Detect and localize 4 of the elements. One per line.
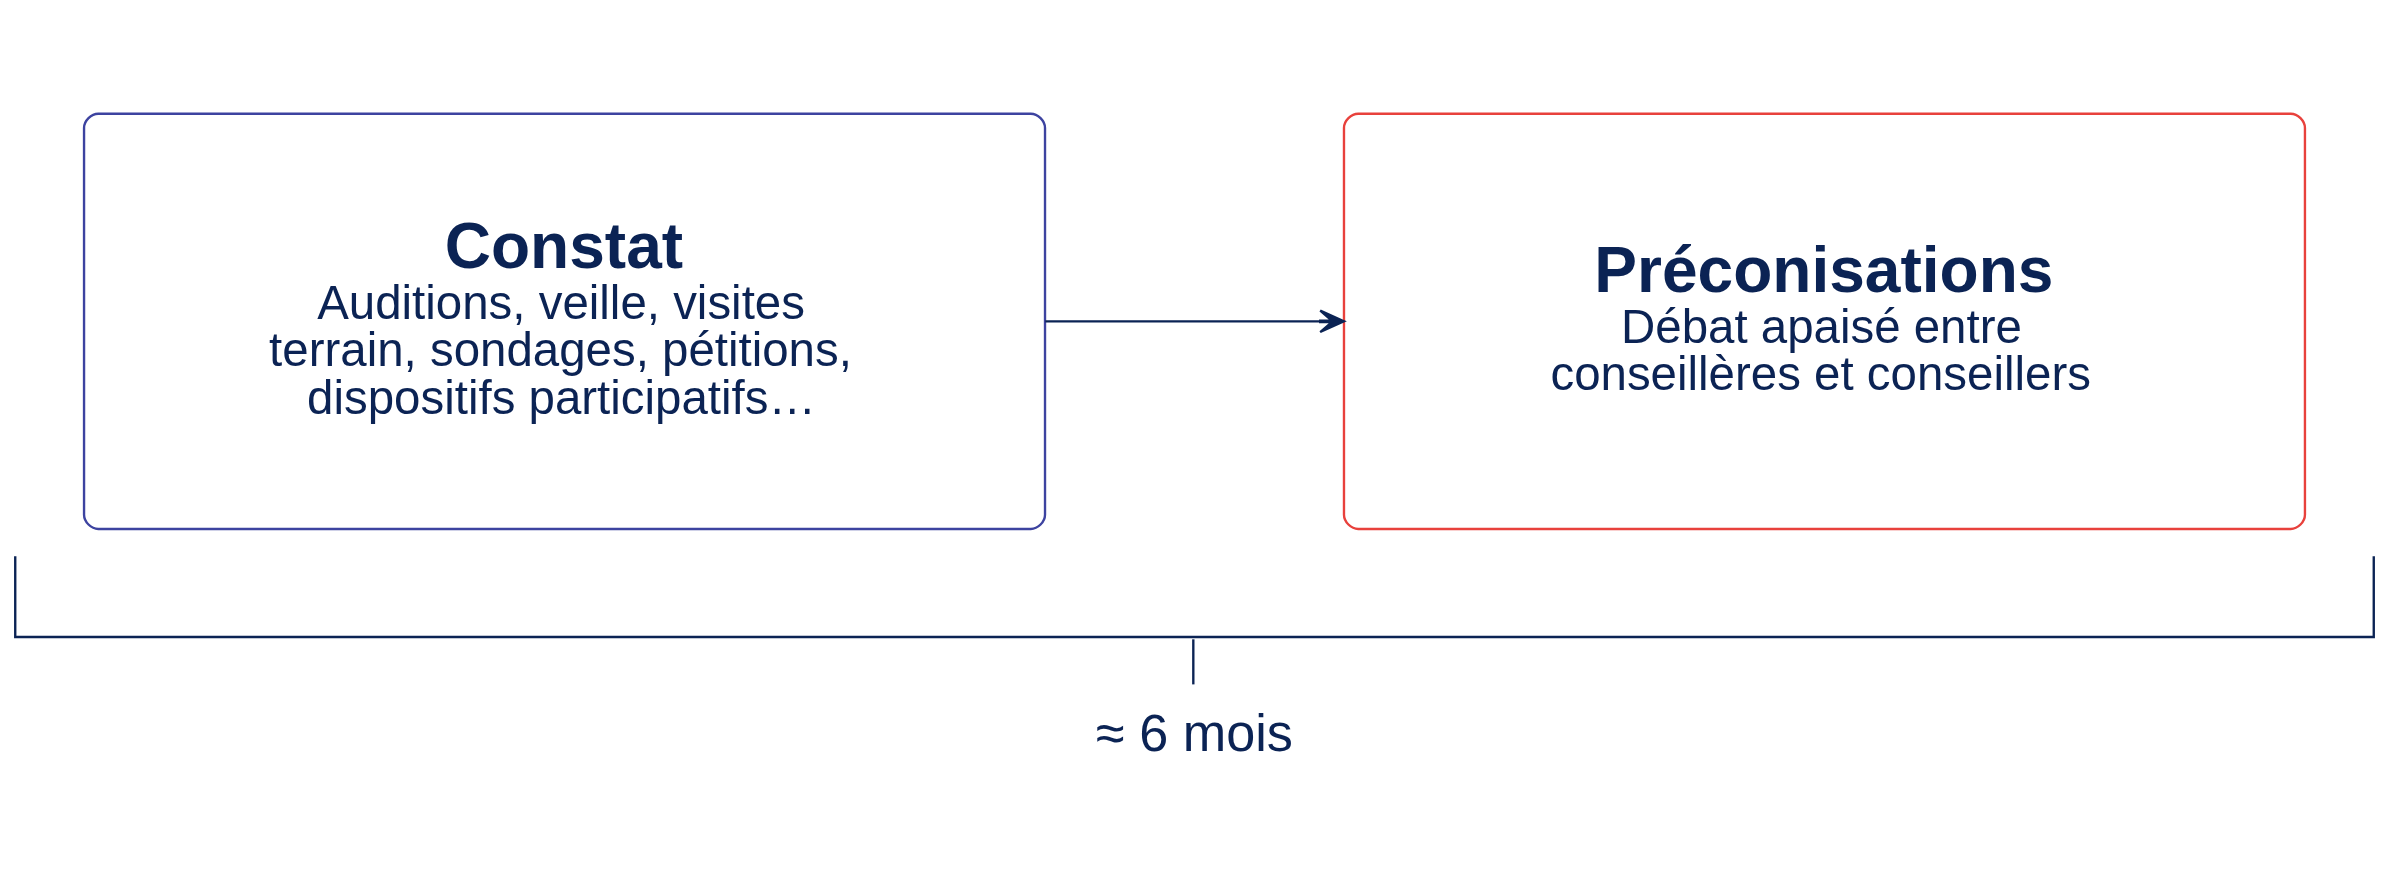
arrow [1045, 309, 1346, 333]
label: ≈ 6 mois [1096, 703, 1293, 762]
node-box: Constat Auditions, veille, visites terrain, sondages, pétitions, dispositifs participatifs… [82, 112, 1047, 530]
node-box: Préconisations Débat apaisé entre conseillères et conseillers [1342, 112, 2307, 530]
